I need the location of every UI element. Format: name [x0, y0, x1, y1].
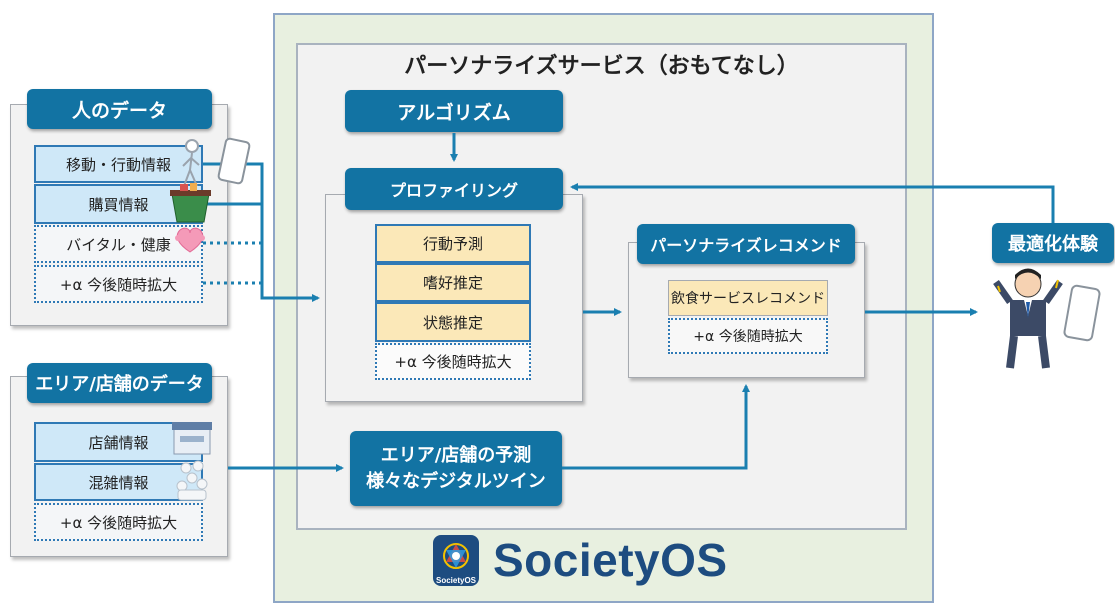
walking-person-icon [182, 139, 200, 187]
state-estimation-item: 状態推定 [375, 302, 531, 342]
profiling-expand-item: +α 今後随時拡大 [375, 343, 531, 380]
societyos-logo-caption: SocietyOS [436, 576, 477, 585]
movement-info-item: 移動・行動情報 [34, 145, 203, 183]
person-data-connector [203, 162, 320, 302]
area-data-title: エリア/店舗のデータ [27, 363, 212, 403]
digital-twin-line1: エリア/店舗の予測 [380, 444, 532, 466]
recommend-title: パーソナライズレコメンド [637, 224, 855, 264]
shopping-basket-icon [170, 183, 211, 223]
societyos-logo-icon [433, 535, 479, 586]
crowd-icon [176, 460, 208, 501]
digital-twin-line2: 様々なデジタルツイン [366, 470, 546, 492]
vital-health-item: バイタル・健康 [34, 225, 203, 263]
experience-phone-icon [1063, 284, 1101, 342]
behavior-prediction-item: 行動予測 [375, 224, 531, 263]
business-person-icon [993, 268, 1063, 369]
congestion-info-item: 混雑情報 [34, 463, 203, 501]
digital-twin-box: エリア/店舗の予測 様々なデジタルツイン [350, 431, 562, 506]
feedback-loop-arrow [570, 183, 1055, 223]
twin-to-recommend-arrow [562, 384, 750, 470]
societyos-brand-name: SocietyOS [493, 534, 728, 586]
algorithm-box: アルゴリズム [345, 90, 563, 132]
store-icon [172, 422, 212, 455]
profiling-title: プロファイリング [345, 168, 563, 210]
personalize-service-title: パーソナライズサービス（おもてなし） [404, 54, 799, 79]
recommend-expand-item: +α 今後随時拡大 [668, 318, 828, 354]
person-data-title: 人のデータ [27, 89, 212, 129]
smartphone-icon [217, 137, 251, 185]
optimized-experience-title: 最適化体験 [992, 223, 1114, 263]
food-service-recommend-item: 飲食サービスレコメンド [668, 280, 828, 316]
person-expand-item: +α 今後随時拡大 [34, 265, 203, 303]
area-expand-item: +α 今後随時拡大 [34, 503, 203, 541]
preference-estimation-item: 嗜好推定 [375, 263, 531, 302]
heart-icon [175, 227, 205, 253]
